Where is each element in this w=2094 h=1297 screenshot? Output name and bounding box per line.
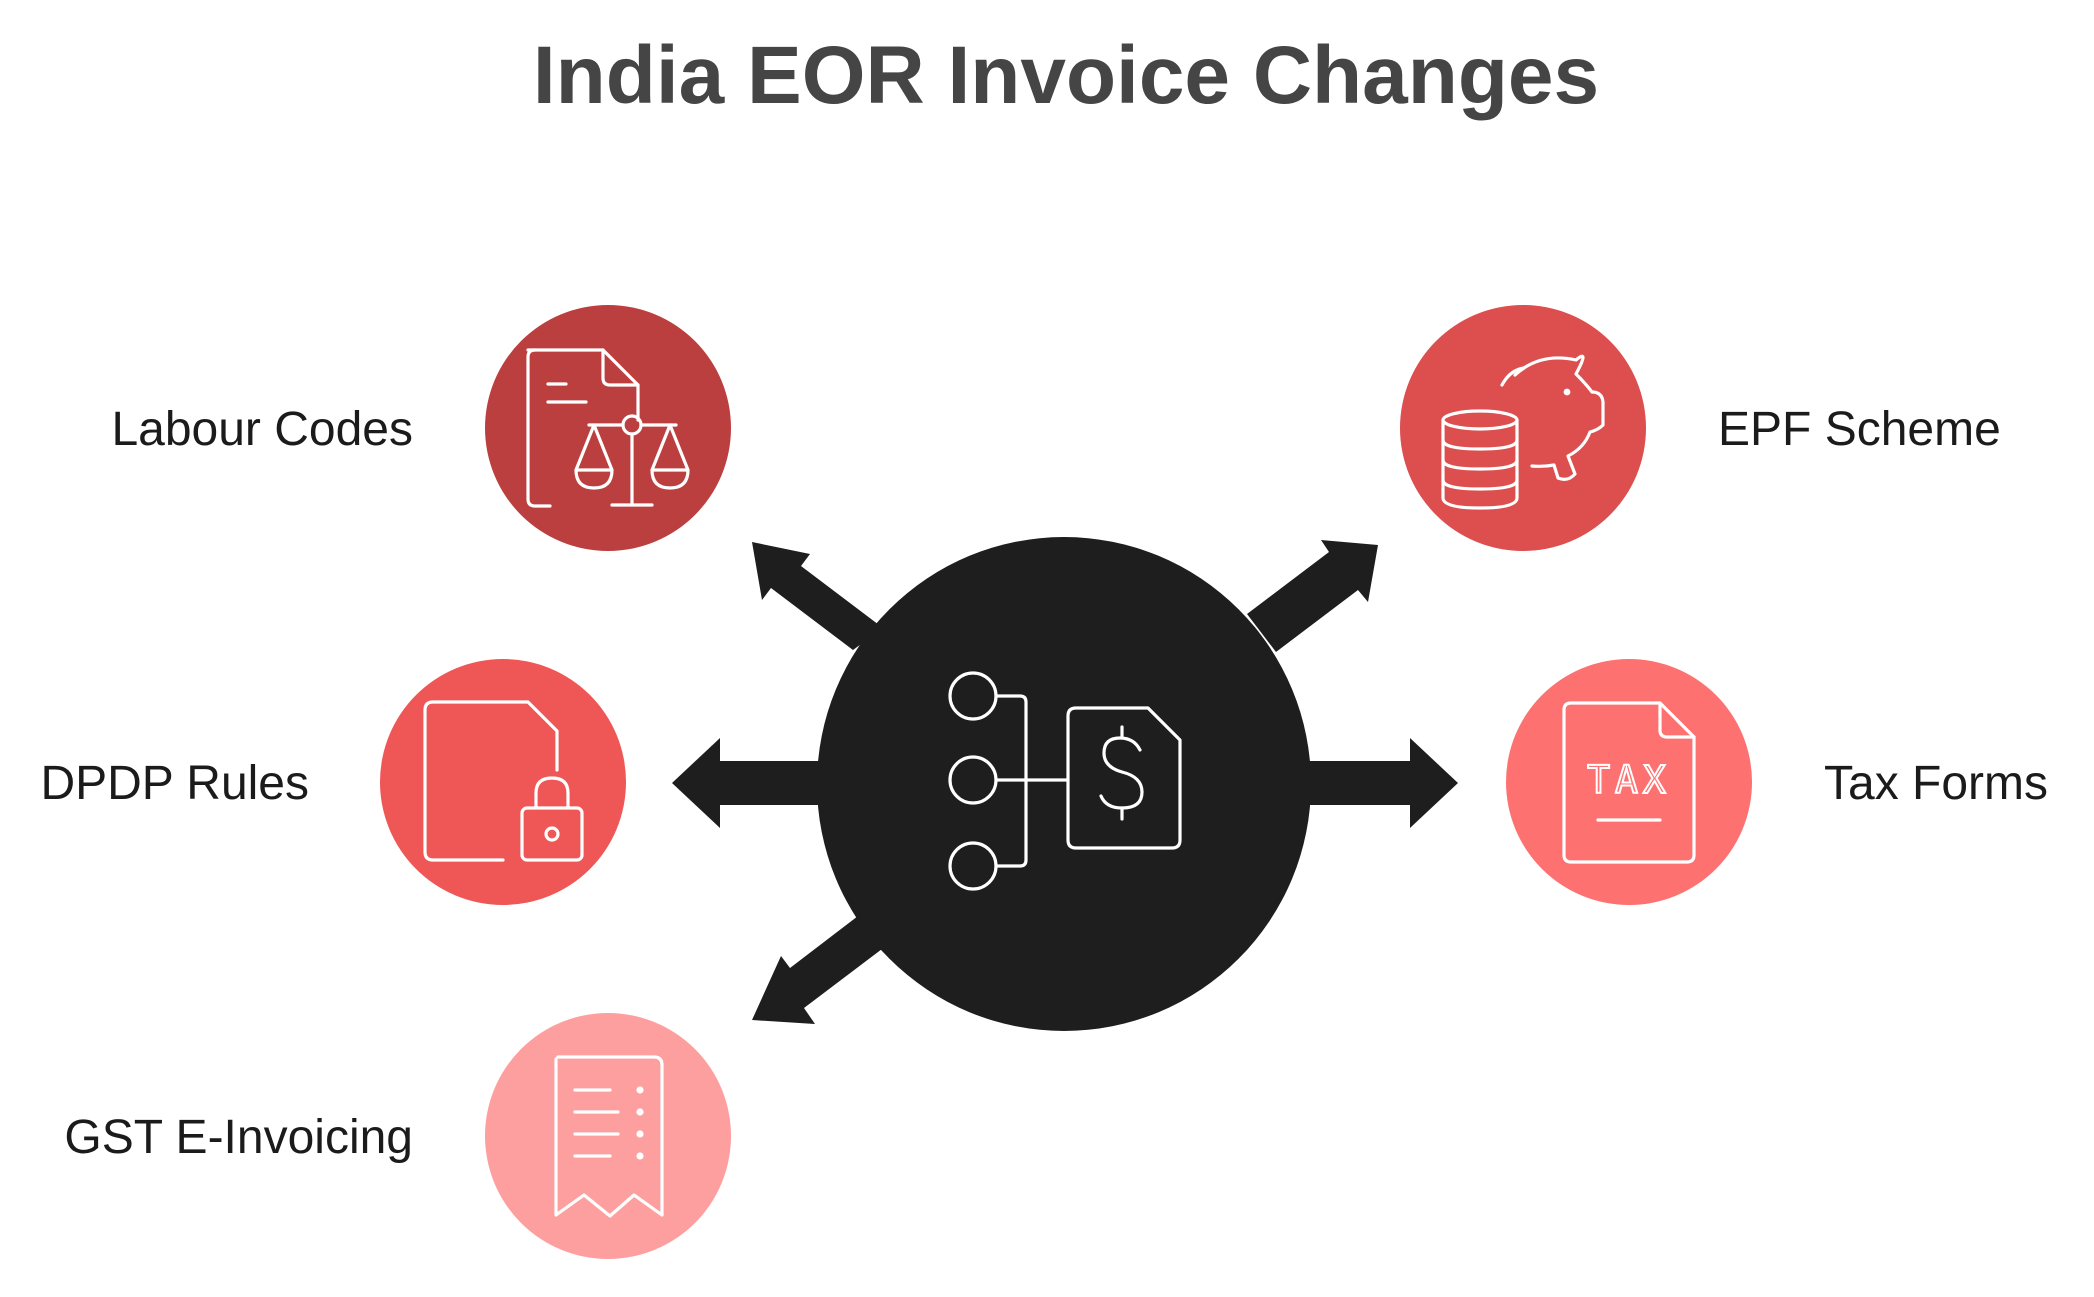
node-circle-gst-e-invoicing (485, 1013, 731, 1259)
legal-document-scales-icon (526, 348, 690, 508)
tax-document-icon (1562, 701, 1696, 864)
arrow-to-epf-scheme (1247, 540, 1378, 652)
page-title: India EOR Invoice Changes (533, 30, 1599, 121)
node-circle-epf-scheme (1400, 305, 1646, 551)
label-dpdp-rules: DPDP Rules (40, 757, 309, 810)
hub-node (817, 537, 1311, 1031)
node-epf-scheme (1400, 305, 1646, 551)
document-lock-icon (423, 700, 584, 862)
arrow-to-dpdp-rules (672, 738, 820, 828)
node-circle-tax-forms (1506, 659, 1752, 905)
node-labour-codes (485, 305, 731, 551)
node-circle-dpdp-rules (380, 659, 626, 905)
label-tax-forms: Tax Forms (1824, 757, 2048, 810)
arrow-to-gst-e-invoicing (752, 916, 882, 1024)
node-tax-forms: TAX (1506, 659, 1752, 905)
label-epf-scheme: EPF Scheme (1718, 403, 2001, 456)
arrow-to-tax-forms (1308, 738, 1458, 828)
arrow-to-labour-codes (752, 542, 883, 650)
node-gst-e-invoicing (485, 1013, 731, 1259)
hub-circle (817, 537, 1311, 1031)
tax-icon-text: TAX (1587, 758, 1671, 802)
node-circle-labour-codes (485, 305, 731, 551)
invoice-flow-dollar-icon (948, 671, 1182, 891)
receipt-icon (554, 1055, 664, 1218)
node-dpdp-rules (380, 659, 626, 905)
label-gst-e-invoicing: GST E-Invoicing (64, 1111, 413, 1164)
label-labour-codes: Labour Codes (111, 403, 413, 456)
connector-arrows (672, 540, 1458, 1024)
piggy-bank-coins-icon (1441, 354, 1605, 510)
